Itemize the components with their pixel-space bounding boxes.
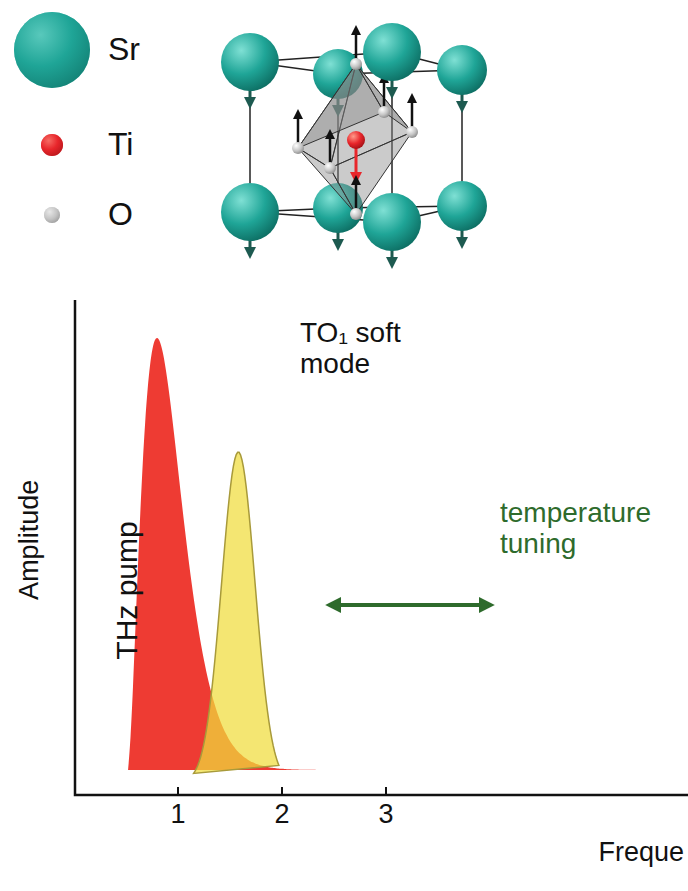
sr-atom xyxy=(221,183,279,241)
axis-title: Amplitude xyxy=(15,480,45,600)
tick-label: 2 xyxy=(274,800,289,830)
series-label: THz pump xyxy=(110,521,143,659)
sr-atom xyxy=(363,193,421,251)
legend-swatch xyxy=(41,134,63,156)
sr-atom xyxy=(363,23,421,81)
axis-tick xyxy=(385,787,387,795)
sr-atom xyxy=(437,181,487,231)
sr-atom xyxy=(221,33,279,91)
o-atom xyxy=(378,106,390,118)
displacement-arrow xyxy=(355,146,358,178)
o-atom xyxy=(350,208,362,220)
o-atom xyxy=(324,162,336,174)
plot-area xyxy=(75,300,688,795)
legend-swatch xyxy=(14,12,90,88)
ti-atom xyxy=(347,131,365,149)
o-atom xyxy=(406,126,418,138)
displacement-arrow xyxy=(411,98,414,128)
legend-label: Ti xyxy=(108,127,133,162)
axis-title: Freque xyxy=(598,838,684,868)
octahedron-face xyxy=(298,64,384,148)
axis-tick xyxy=(281,787,283,795)
soft-mode-peak xyxy=(194,452,279,773)
displacement-arrow xyxy=(355,180,358,210)
annotation: temperature tuning xyxy=(500,498,680,560)
tick-label: 3 xyxy=(378,800,393,830)
o-atom xyxy=(350,58,362,70)
displacement-arrow xyxy=(355,30,358,60)
crystal-cell xyxy=(221,23,487,263)
o-atom xyxy=(292,142,304,154)
tuning-arrow xyxy=(330,603,490,607)
legend-shading xyxy=(44,207,60,223)
displacement-arrow xyxy=(383,78,386,108)
axis-tick xyxy=(177,787,179,795)
legend-label: Sr xyxy=(108,32,140,67)
legend-swatch xyxy=(44,207,60,223)
axes xyxy=(75,300,688,795)
displacement-arrow xyxy=(297,114,300,144)
legend-label: O xyxy=(108,197,133,232)
sr-atom xyxy=(437,45,487,95)
legend-shading xyxy=(41,134,63,156)
series-label: TO₁ soft mode xyxy=(300,318,420,380)
displacement-arrow xyxy=(329,134,332,164)
tick-label: 1 xyxy=(170,800,185,830)
legend-shading xyxy=(14,12,90,88)
